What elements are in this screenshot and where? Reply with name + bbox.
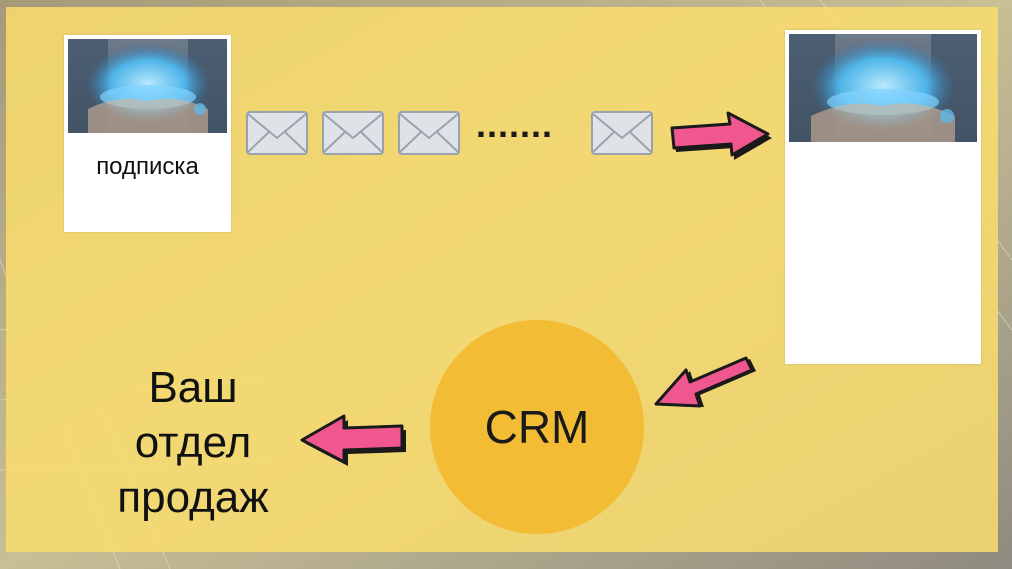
sales-line-2: отдел bbox=[134, 418, 252, 467]
email-sequence bbox=[245, 108, 665, 164]
landing-card bbox=[785, 30, 981, 364]
sales-line-1: Ваш bbox=[148, 363, 238, 412]
business-hands-globe-photo bbox=[68, 39, 227, 133]
arrow-left-icon bbox=[300, 414, 406, 466]
crm-label: CRM bbox=[484, 401, 590, 453]
subscription-label: подписка bbox=[96, 153, 199, 180]
sales-department-text: Ваш отдел продаж bbox=[78, 360, 308, 525]
arrow-right-icon bbox=[670, 111, 772, 160]
envelope-icon bbox=[246, 111, 308, 155]
ellipsis: ....... bbox=[476, 104, 554, 145]
business-hands-globe-photo bbox=[789, 34, 977, 142]
envelope-icon bbox=[398, 111, 460, 155]
arrow-down-left-icon bbox=[654, 356, 756, 408]
sales-line-3: продаж bbox=[117, 473, 269, 522]
subscription-card: подписка bbox=[64, 35, 231, 232]
envelope-icon bbox=[591, 111, 653, 155]
crm-circle: CRM bbox=[430, 320, 644, 534]
envelope-icon bbox=[322, 111, 384, 155]
